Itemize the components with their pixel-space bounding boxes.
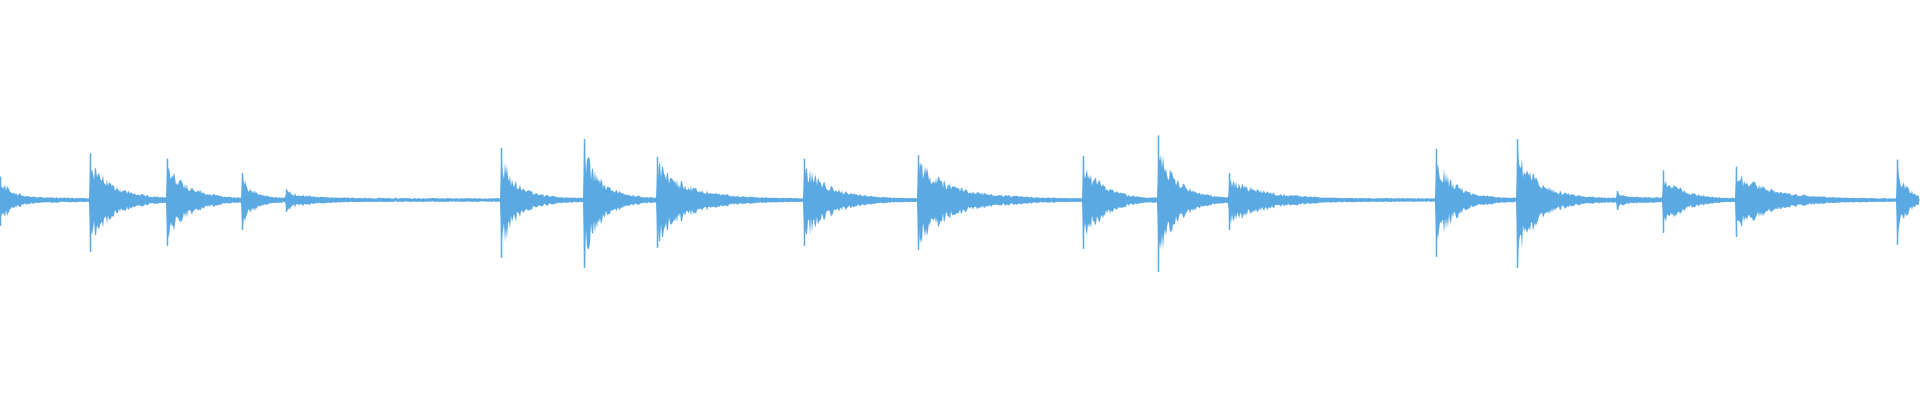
waveform-envelope xyxy=(0,141,1919,268)
